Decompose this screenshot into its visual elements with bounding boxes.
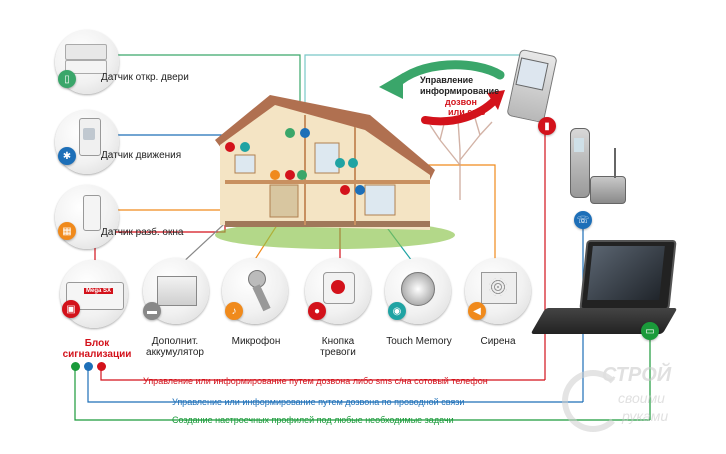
battery-device bbox=[143, 258, 209, 324]
cordless-phone-device bbox=[560, 128, 628, 208]
house-illustration bbox=[215, 95, 455, 249]
microphone-icon: ♪ bbox=[225, 302, 243, 320]
motion-sensor-label: Датчик движения bbox=[101, 150, 182, 161]
caption-blue: Управление или информирование путем дозв… bbox=[172, 397, 465, 407]
computer-icon: ▭ bbox=[641, 322, 659, 340]
window-icon: ▦ bbox=[58, 222, 76, 240]
microphone-label: Микрофон bbox=[231, 336, 281, 347]
control-line4: или sms bbox=[448, 107, 486, 117]
alarm-unit-icon: ▣ bbox=[62, 300, 80, 318]
window-sensor-label: Датчик разб. окна bbox=[101, 227, 184, 238]
touch-memory-icon: ◉ bbox=[388, 302, 406, 320]
control-line3: дозвон bbox=[445, 97, 477, 107]
caption-green: Создание настроечных профилей под любые … bbox=[172, 415, 454, 425]
alarm-unit-label-2: сигнализации bbox=[62, 349, 132, 360]
unit-brand-label: Mega SX bbox=[84, 288, 114, 294]
door-sensor-device bbox=[55, 30, 119, 94]
watermark-line1: СТРОЙ bbox=[602, 364, 672, 386]
status-dot-red bbox=[97, 362, 106, 371]
status-dot-blue bbox=[84, 362, 93, 371]
watermark-line2: своими bbox=[618, 390, 665, 406]
speaker-icon: ◀ bbox=[468, 302, 486, 320]
watermark-logo: СТРОЙ своими руками bbox=[560, 360, 710, 445]
panic-button-label-1: Кнопка bbox=[321, 336, 355, 347]
battery-icon: ▬ bbox=[143, 302, 161, 320]
control-line2: информирование bbox=[420, 86, 500, 96]
control-line1: Управление bbox=[420, 75, 474, 85]
status-dot-green bbox=[71, 362, 80, 371]
battery-label-1: Дополнит. bbox=[151, 336, 199, 347]
siren-label: Сирена bbox=[480, 336, 516, 347]
caption-red: Управление или информирование путем дозв… bbox=[143, 376, 488, 386]
landline-phone-icon: ☏ bbox=[574, 211, 592, 229]
panic-button-label-2: тревоги bbox=[320, 347, 356, 358]
mobile-phone-device bbox=[505, 48, 558, 126]
watermark-line3: руками bbox=[622, 408, 669, 424]
running-man-icon: ✱ bbox=[58, 147, 76, 165]
touch-memory-label: Touch Memory bbox=[386, 336, 452, 347]
control-arrows bbox=[379, 60, 505, 126]
panic-button-icon: ● bbox=[308, 302, 326, 320]
door-icon: ▯ bbox=[58, 70, 76, 88]
door-sensor-label: Датчик откр. двери bbox=[101, 72, 189, 83]
panic-button-device bbox=[305, 258, 371, 324]
battery-label-2: аккумулятор bbox=[146, 347, 204, 358]
alarm-unit-label-1: Блок bbox=[84, 338, 110, 349]
mobile-phone-icon: ▮ bbox=[538, 117, 556, 135]
tree-illustration bbox=[429, 117, 493, 200]
